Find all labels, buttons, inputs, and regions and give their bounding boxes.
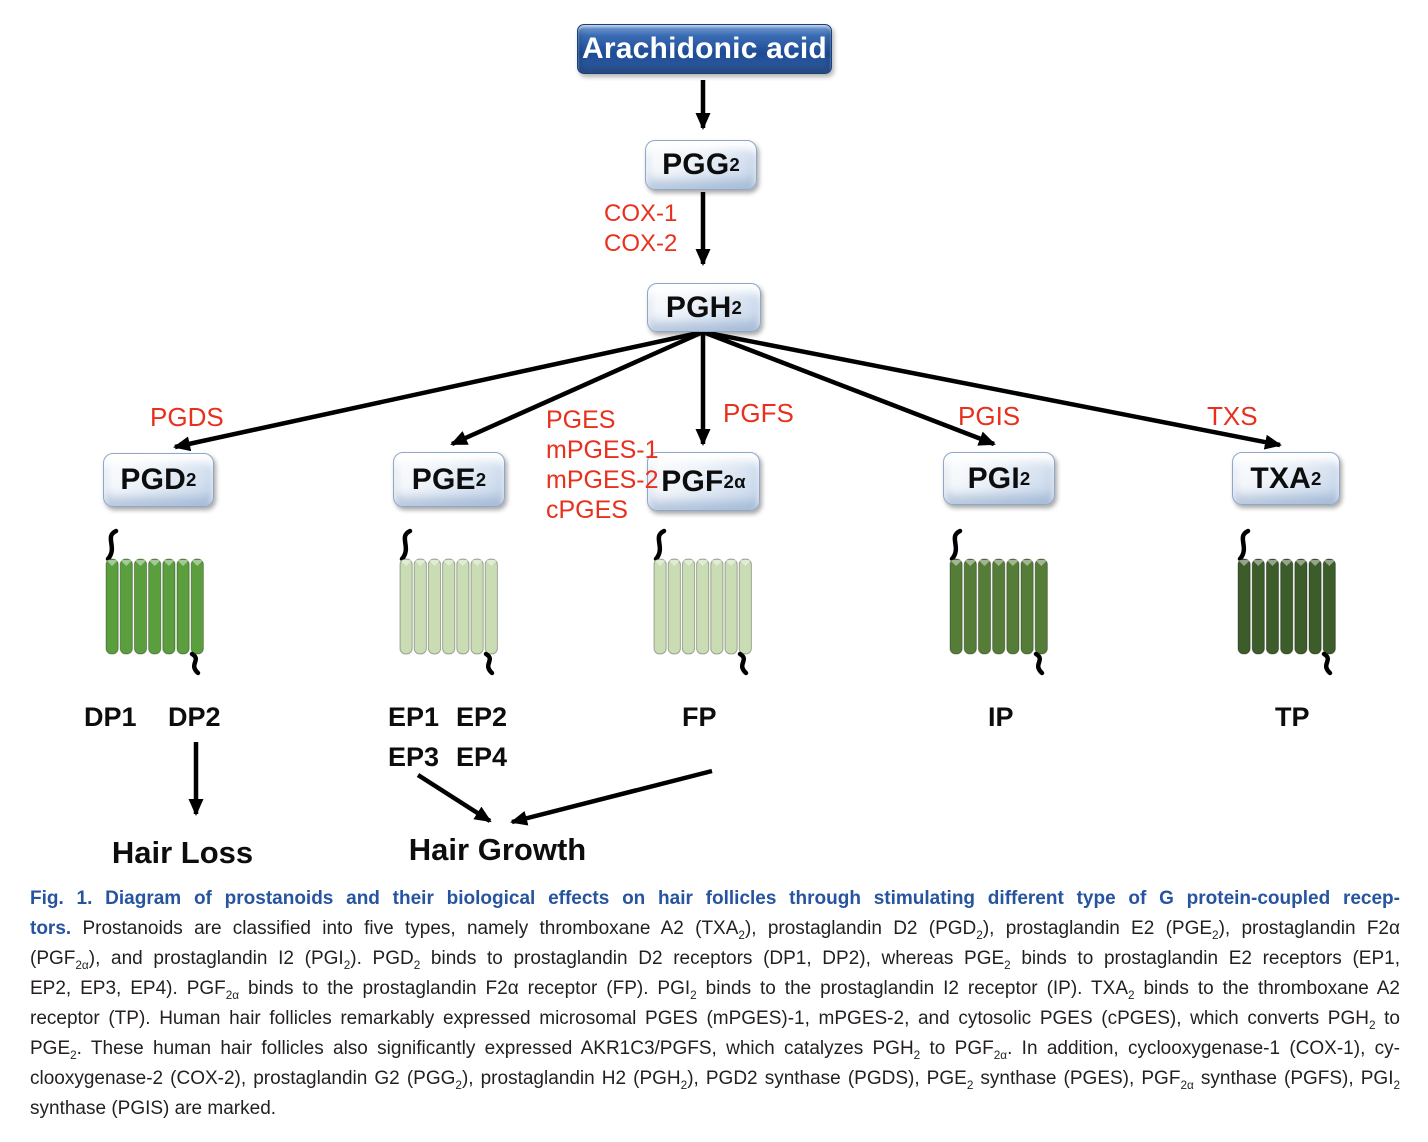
- hair-loss-label: Hair Loss: [111, 835, 254, 870]
- enzyme-label-mpges2: mPGES-2: [546, 466, 659, 494]
- diagram-arrows: [173, 80, 1282, 826]
- caption-title-segment: tors.: [30, 918, 83, 939]
- ep-receptor-icon: [394, 526, 506, 676]
- ip-receptor-icon: [944, 526, 1056, 676]
- caption-line: Fig. 1. Diagram of prostanoids and their…: [30, 884, 1400, 914]
- enzyme-label-pgfs: PGFS: [723, 398, 794, 428]
- node-arachidonic-acid: Arachidonic acid: [577, 24, 832, 74]
- receptor-label-ep2: EP2: [456, 702, 508, 732]
- caption-body-segment: (PGF2α), and prostaglandin I2 (PGI2). PG…: [30, 948, 1400, 972]
- enzyme-label-txs: TXS: [1207, 401, 1258, 431]
- receptor-label-tp: TP: [1275, 702, 1310, 732]
- caption-line: PGE2. These human hair follicles also si…: [30, 1034, 1400, 1064]
- enzyme-label-mpges1: mPGES-1: [546, 436, 659, 464]
- hair-growth-label: Hair Growth: [408, 832, 587, 867]
- caption-line: receptor (TP). Human hair follicles rema…: [30, 1004, 1400, 1034]
- enzyme-label-cox1: COX-1: [604, 200, 678, 227]
- caption-line: synthase (PGIS) are marked.: [30, 1094, 1400, 1124]
- receptor-label-dp1: DP1: [84, 702, 137, 732]
- caption-body-segment: receptor (TP). Human hair follicles rema…: [30, 1008, 1401, 1032]
- caption-body-segment: synthase (PGIS) are marked.: [30, 1098, 277, 1119]
- caption-line: (PGF2α), and prostaglandin I2 (PGI2). PG…: [30, 944, 1400, 974]
- enzyme-label-cpges: cPGES: [546, 496, 628, 524]
- caption-title-segment: Fig. 1. Diagram of prostanoids and their…: [30, 888, 1400, 909]
- enzyme-label-pgis: PGIS: [958, 401, 1021, 431]
- receptor-label-ep1: EP1: [388, 702, 440, 732]
- caption-line: clooxygenase-2 (COX-2), prostaglandin G2…: [30, 1064, 1400, 1094]
- caption-line: EP2, EP3, EP4). PGF2α binds to the prost…: [30, 974, 1400, 1004]
- receptor-label-fp: FP: [682, 702, 717, 732]
- caption-body-segment: Prostanoids are classified into five typ…: [82, 918, 1400, 942]
- receptor-label-ep4: EP4: [456, 742, 508, 772]
- dp-receptor-icon: [100, 526, 212, 676]
- fp-receptor-icon: [648, 526, 760, 676]
- caption-body-segment: clooxygenase-2 (COX-2), prostaglandin G2…: [30, 1068, 1401, 1092]
- enzyme-label-pgds: PGDS: [150, 402, 224, 432]
- receptor-label-ep3: EP3: [388, 742, 440, 772]
- tp-receptor-icon: [1232, 526, 1344, 676]
- caption-body-segment: PGE2. These human hair follicles also si…: [30, 1038, 1400, 1062]
- receptor-label-ip: IP: [988, 702, 1014, 732]
- caption-body-segment: EP2, EP3, EP4). PGF2α binds to the prost…: [30, 978, 1400, 1002]
- enzyme-label-pges: PGES: [546, 406, 616, 434]
- enzyme-label-cox2: COX-2: [604, 230, 678, 257]
- receptor-label-dp2: DP2: [168, 702, 221, 732]
- figure-caption: Fig. 1. Diagram of prostanoids and their…: [30, 884, 1400, 1124]
- caption-line: tors. Prostanoids are classified into fi…: [30, 914, 1400, 944]
